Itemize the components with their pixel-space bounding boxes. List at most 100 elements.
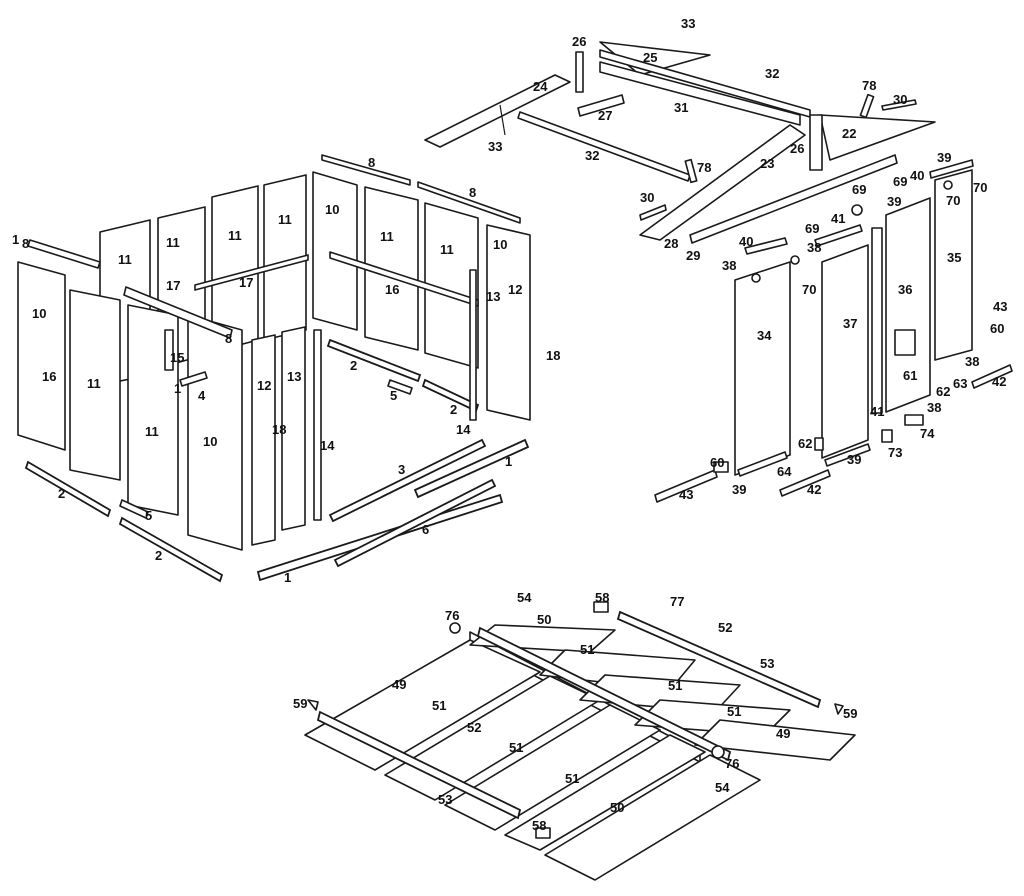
callout-43-right: 43 bbox=[993, 299, 1007, 314]
callout-11-a: 11 bbox=[228, 228, 242, 243]
door-panel-34 bbox=[734, 261, 791, 476]
door-jamb-41 bbox=[871, 227, 883, 414]
roof-gable-panel-24 bbox=[424, 74, 571, 148]
callout-52-top: 52 bbox=[718, 620, 732, 635]
callout-8-top: 8 bbox=[368, 155, 375, 170]
roof-beam-32-top bbox=[599, 49, 811, 118]
roof-clip-78b bbox=[684, 158, 698, 184]
base-block-5b bbox=[387, 379, 413, 395]
wall-panel-11d bbox=[263, 174, 307, 341]
callout-2-bottom: 2 bbox=[155, 548, 162, 563]
callout-12-front: 12 bbox=[257, 378, 271, 393]
callout-28: 28 bbox=[664, 236, 678, 251]
callout-70-low: 70 bbox=[802, 282, 816, 297]
callout-51-a: 51 bbox=[580, 642, 594, 657]
callout-13-right: 13 bbox=[486, 289, 500, 304]
base-rail-2b bbox=[118, 516, 224, 583]
callout-17-a: 17 bbox=[239, 275, 253, 290]
roof-assembly bbox=[424, 41, 936, 244]
wall-post-14 bbox=[313, 329, 322, 521]
callout-8-left: 8 bbox=[22, 236, 29, 251]
door-roller-69 bbox=[851, 204, 863, 216]
callout-10-back: 10 bbox=[325, 202, 339, 217]
floor-skid-53a bbox=[316, 710, 522, 820]
floor-panel-51c bbox=[504, 734, 706, 851]
callout-76-top: 76 bbox=[445, 608, 459, 623]
callout-59-left: 59 bbox=[293, 696, 307, 711]
floor-assembly bbox=[304, 601, 856, 881]
wall-panel-12 bbox=[251, 334, 276, 546]
callout-63: 63 bbox=[953, 376, 967, 391]
door-clip-60 bbox=[713, 461, 729, 473]
callout-14-right: 14 bbox=[456, 422, 471, 437]
door-track-42b bbox=[971, 364, 1013, 389]
callout-49-right: 49 bbox=[776, 726, 790, 741]
roof-block-27 bbox=[577, 94, 625, 117]
callout-42-low: 42 bbox=[807, 482, 821, 497]
callout-40-top: 40 bbox=[910, 168, 924, 183]
door-track-38 bbox=[814, 224, 863, 247]
callout-73: 73 bbox=[888, 445, 902, 460]
callout-53-bottom: 53 bbox=[438, 792, 452, 807]
callout-11-f: 11 bbox=[118, 252, 132, 267]
callout-18: 18 bbox=[546, 348, 560, 363]
door-track-43 bbox=[654, 469, 718, 503]
callout-50-top: 50 bbox=[537, 612, 551, 627]
top-rail-8d bbox=[123, 286, 233, 339]
door-track-39c bbox=[824, 443, 871, 467]
roof-post-26b bbox=[809, 114, 823, 171]
top-rail-8b bbox=[417, 181, 521, 224]
callout-34: 34 bbox=[757, 328, 772, 343]
callout-74: 74 bbox=[920, 426, 935, 441]
callout-39-low: 39 bbox=[847, 452, 861, 467]
callout-11-e: 11 bbox=[166, 235, 180, 250]
floor-cap-76b bbox=[711, 745, 725, 759]
roof-clip-78a bbox=[859, 93, 875, 119]
callout-1-right: 1 bbox=[505, 454, 512, 469]
callout-43-low: 43 bbox=[679, 487, 693, 502]
callout-38-low: 38 bbox=[927, 400, 941, 415]
wall-panel-11g bbox=[69, 289, 121, 481]
callout-32-top: 32 bbox=[765, 66, 779, 81]
callout-69-top: 69 bbox=[893, 174, 907, 189]
roof-gable-panel-23 bbox=[639, 124, 806, 241]
floor-block-58b bbox=[535, 827, 551, 839]
callout-13-front: 13 bbox=[287, 369, 301, 384]
callout-11-g: 11 bbox=[87, 376, 101, 391]
callout-8-mid: 8 bbox=[225, 331, 232, 346]
callout-78-mid: 78 bbox=[697, 160, 711, 175]
callout-17-b: 17 bbox=[166, 278, 180, 293]
girt-16 bbox=[329, 251, 479, 307]
wall-panel-10-front bbox=[187, 314, 243, 551]
door-handle-61 bbox=[894, 329, 916, 356]
door-panel-37 bbox=[821, 244, 869, 459]
wall-panel-11f bbox=[424, 202, 479, 369]
callout-24: 24 bbox=[533, 79, 548, 94]
callout-30-top: 30 bbox=[893, 92, 907, 107]
base-rail-1b bbox=[413, 438, 530, 499]
callout-39-mid: 39 bbox=[887, 194, 901, 209]
callout-42-right: 42 bbox=[992, 374, 1006, 389]
callout-10-front: 10 bbox=[203, 434, 217, 449]
callout-5-mid: 5 bbox=[390, 388, 397, 403]
roof-gable-panel-22 bbox=[819, 114, 936, 161]
callout-11-c: 11 bbox=[380, 229, 394, 244]
callout-12-right: 12 bbox=[508, 282, 522, 297]
callout-1-left: 1 bbox=[12, 232, 19, 247]
door-assembly bbox=[654, 159, 1013, 503]
wall-panel-10-left bbox=[17, 261, 66, 451]
door-panel-35 bbox=[934, 169, 973, 361]
callout-8-right: 8 bbox=[469, 185, 476, 200]
callout-39-bottom: 39 bbox=[732, 482, 746, 497]
callout-40-mid: 40 bbox=[739, 234, 753, 249]
callout-1-bottom: 1 bbox=[284, 570, 291, 585]
callout-58-top: 58 bbox=[595, 590, 609, 605]
callout-1-mid: 1 bbox=[174, 381, 181, 396]
base-block-5a bbox=[119, 499, 149, 519]
callout-31: 31 bbox=[674, 100, 688, 115]
callout-76-right: 76 bbox=[725, 756, 739, 771]
callout-53-top: 53 bbox=[760, 656, 774, 671]
roof-beam-31 bbox=[599, 61, 801, 126]
wall-panel-10-right bbox=[486, 224, 531, 421]
